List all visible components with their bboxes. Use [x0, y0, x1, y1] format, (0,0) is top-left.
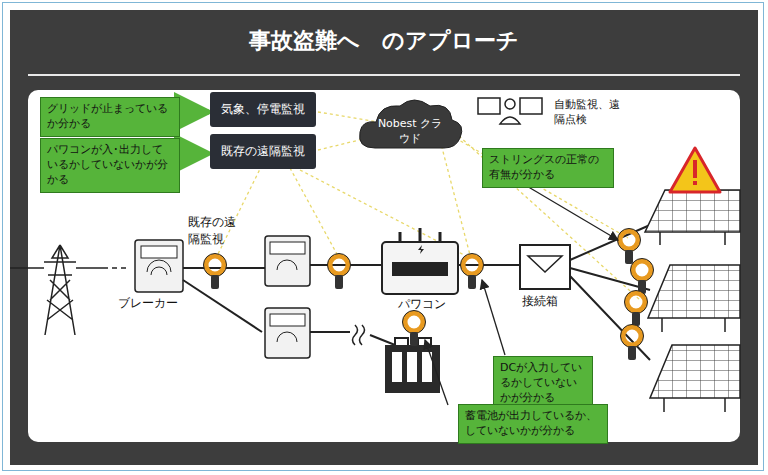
callout-box: ストリングスの正常の有無が分かる [482, 148, 614, 188]
node-text: パワコンが入･出力しているかしていないかが分かる [47, 143, 173, 188]
part-label: ブレーカー [118, 295, 208, 312]
callout-box: グリッドが止まっているか分かる [40, 97, 180, 137]
cloud-node: Nobest クラウド [368, 104, 452, 158]
part-label: 接続箱 [522, 293, 572, 310]
arrow-connector [180, 110, 209, 115]
node-text: DCが入力しているかしていないかが分かる [500, 361, 586, 406]
callout-box: パワコンが入･出力しているかしていないかが分かる [40, 138, 180, 193]
node-text: 既存の遠隔監視 [216, 143, 310, 160]
node-text: 蓄電池が出力しているか、していないかが分かる [465, 409, 601, 439]
node-text: Nobest クラウド [376, 116, 444, 146]
part-label: 既存の遠隔監視 [188, 214, 238, 248]
part-label: パワコン [398, 296, 458, 313]
callout-box: DCが入力しているかしていないかが分かる [493, 356, 593, 411]
monitor-box: 気象、停電監視 [210, 92, 316, 127]
monitor-box: 既存の遠隔監視 [210, 134, 316, 169]
arrow-connector [180, 151, 209, 156]
title: 事故盗難へ のアプローチ [28, 26, 740, 56]
icon-label: 自動監視、遠隔点検 [552, 96, 628, 128]
node-text: グリッドが止まっているか分かる [47, 102, 173, 132]
title-rule [28, 74, 740, 76]
node-text: 気象、停電監視 [216, 101, 310, 118]
callout-box: 蓄電池が出力しているか、していないかが分かる [458, 404, 608, 444]
node-text: ストリングスの正常の有無が分かる [489, 153, 607, 183]
